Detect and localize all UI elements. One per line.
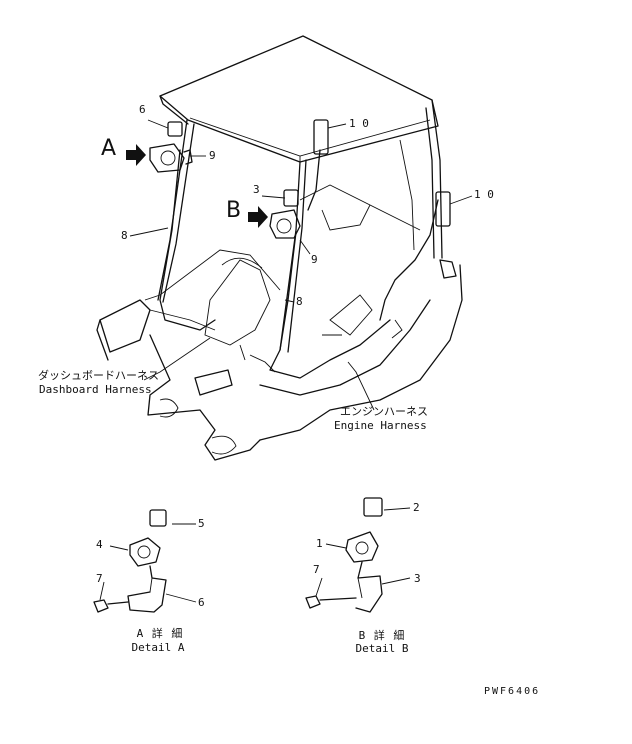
leader-lines bbox=[129, 119, 473, 411]
callout-10-b: 1 0 bbox=[474, 188, 494, 201]
connector-10a bbox=[313, 119, 329, 155]
cab-dash bbox=[96, 249, 281, 396]
arrow-a-icon bbox=[126, 144, 146, 166]
detail-b-callout-3: 3 bbox=[414, 572, 421, 585]
detail-b-drawing bbox=[305, 497, 411, 613]
callout-9: 9 bbox=[209, 149, 216, 162]
cab-roof bbox=[159, 35, 439, 165]
dashboard-harness-jp: ダッシュボードハーネス bbox=[38, 369, 159, 382]
detail-b-callout-1: 1 bbox=[316, 537, 323, 550]
callout-8: 8 bbox=[121, 229, 128, 242]
detail-b-caption-jp: B 詳 細 bbox=[358, 629, 406, 642]
callout-6: 6 bbox=[139, 103, 146, 116]
detail-a-callout-5: 5 bbox=[198, 517, 205, 530]
detail-b-callout-2: 2 bbox=[413, 501, 420, 514]
callout-9-b: 9 bbox=[311, 253, 318, 266]
detail-a-caption-jp: A 詳 細 bbox=[136, 627, 184, 640]
detail-b-caption-en: Detail B bbox=[355, 642, 409, 655]
view-label-a: A bbox=[101, 136, 117, 161]
view-label-b: B bbox=[226, 198, 242, 223]
engine-harness-en: Engine Harness bbox=[334, 419, 427, 432]
harness-wires bbox=[159, 149, 439, 379]
arrow-b-icon bbox=[248, 206, 268, 228]
callout-10: 1 0 bbox=[349, 117, 369, 130]
callout-8-b: 8 bbox=[296, 295, 303, 308]
detail-a-callout-6: 6 bbox=[198, 596, 205, 609]
detail-b-callout-7: 7 bbox=[313, 563, 320, 576]
cab-body bbox=[147, 259, 463, 461]
detail-a-caption-en: Detail A bbox=[131, 641, 185, 654]
dashboard-harness-en: Dashboard Harness bbox=[39, 383, 152, 396]
detail-a-callout-4: 4 bbox=[96, 538, 103, 551]
detail-a-callout-7: 7 bbox=[96, 572, 103, 585]
callout-3: 3 bbox=[253, 183, 260, 196]
connector-10b bbox=[435, 191, 451, 227]
engine-harness-jp: エンジンハーネス bbox=[340, 405, 428, 418]
detail-a-drawing bbox=[93, 509, 197, 613]
figure-code: PWF6406 bbox=[484, 686, 541, 697]
